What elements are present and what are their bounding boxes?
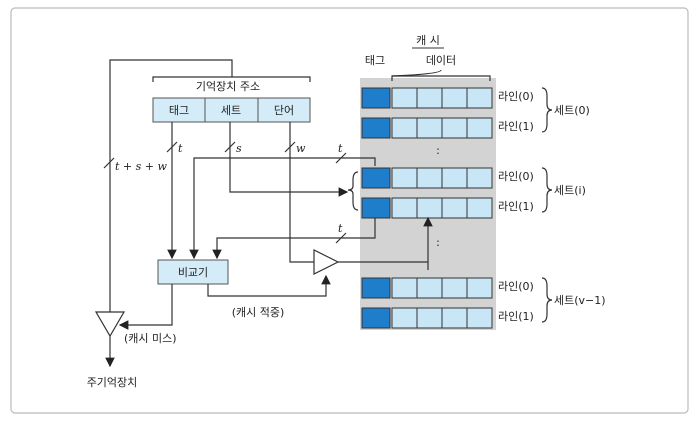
- data-cell-seti-line0-0: [391, 167, 418, 189]
- comparator-box: [157, 259, 229, 285]
- label-t-line0: t: [338, 142, 343, 155]
- label-s: s: [236, 142, 242, 155]
- cache-miss-wire: [118, 284, 173, 330]
- label-setlast-line1: 라인(1): [498, 310, 534, 323]
- label-set0-line1: 라인(1): [498, 120, 534, 133]
- brace-setlast: [541, 277, 553, 323]
- data-cell-set0-line0-3: [466, 87, 493, 109]
- label-t: t: [178, 142, 183, 155]
- tag-cell-setlast-line0: [361, 277, 391, 299]
- data-header: 데이터: [426, 54, 456, 67]
- set-bus-slash: [224, 141, 236, 153]
- address-register: [152, 97, 311, 123]
- data-cell-setlast-line0-3: [466, 277, 493, 299]
- line1-tag-slash: [335, 232, 347, 244]
- label-setlast: 세트(v−1): [554, 294, 606, 307]
- brace-seti: [541, 167, 553, 213]
- data-cell-set0-line0-2: [441, 87, 468, 109]
- cache-miss-label: (캐시 미스): [124, 332, 177, 345]
- data-cell-set0-line1-1: [416, 117, 443, 139]
- data-cell-set0-line1-2: [441, 117, 468, 139]
- data-cell-setlast-line1-3: [466, 307, 493, 329]
- main-memory-label: 주기억장치: [87, 376, 138, 389]
- data-cell-set0-line1-0: [391, 117, 418, 139]
- label-seti: 세트(i): [554, 184, 586, 197]
- brace-set0: [541, 87, 553, 133]
- line0-tag-wire: [189, 157, 376, 260]
- word-bus-slash: [284, 141, 296, 153]
- data-cell-seti-line1-3: [466, 197, 493, 219]
- tag-cell-seti-line0: [361, 167, 391, 189]
- label-set0-line0: 라인(0): [498, 90, 534, 103]
- data-cell-set0-line0-0: [391, 87, 418, 109]
- label-w: w: [296, 142, 306, 155]
- tag-header: 태그: [365, 54, 385, 67]
- data-cell-seti-line0-2: [441, 167, 468, 189]
- tag-cell-setlast-line1: [361, 307, 391, 329]
- line1-tag-wire: [212, 218, 376, 260]
- data-cell-setlast-line0-2: [441, 277, 468, 299]
- main-memory-buffer: [94, 311, 126, 338]
- label-setlast-line0: 라인(0): [498, 280, 534, 293]
- data-cell-set0-line0-1: [416, 87, 443, 109]
- line0-tag-slash: [335, 152, 347, 164]
- tag-cell-set0-line1: [361, 117, 391, 139]
- data-cell-setlast-line1-1: [416, 307, 443, 329]
- address-field-tag: 태그: [169, 104, 189, 117]
- data-cell-seti-line1-2: [441, 197, 468, 219]
- data-gate: [313, 249, 340, 275]
- data-cell-seti-line1-1: [416, 197, 443, 219]
- word-bus: [289, 122, 314, 263]
- tag-cell-seti-line1: [361, 197, 391, 219]
- data-cell-setlast-line1-2: [441, 307, 468, 329]
- cache-hit-label: (캐시 적중): [232, 306, 285, 319]
- dots-mid: :: [436, 236, 440, 249]
- address-title: 기억장치 주소: [196, 80, 260, 93]
- cache-rows: [361, 87, 493, 329]
- data-cell-set0-line1-3: [466, 117, 493, 139]
- full-bus-slash: [103, 157, 115, 169]
- data-header-bracket: [391, 75, 491, 81]
- cache-title: 캐 시: [416, 34, 440, 47]
- label-t-line1: t: [338, 222, 343, 235]
- data-cell-seti-line0-3: [466, 167, 493, 189]
- address-field-word: 단어: [274, 104, 294, 117]
- address-field-set: 세트: [221, 104, 241, 117]
- label-t-s-w: t + s + w: [115, 160, 167, 173]
- cache-hit-wire: [207, 274, 331, 297]
- data-cell-seti-line1-0: [391, 197, 418, 219]
- label-seti-line0: 라인(0): [498, 170, 534, 183]
- data-cell-seti-line0-1: [416, 167, 443, 189]
- dots-top: :: [436, 144, 440, 157]
- set-bus: [229, 122, 349, 197]
- data-header-brace-tip: [391, 69, 442, 77]
- tag-bus-slash: [166, 141, 178, 153]
- data-cell-setlast-line0-0: [391, 277, 418, 299]
- label-set0: 세트(0): [554, 104, 590, 117]
- data-cell-setlast-line0-1: [416, 277, 443, 299]
- label-seti-line1: 라인(1): [498, 200, 534, 213]
- full-address-wire-top: [109, 59, 233, 150]
- outer-frame: [10, 7, 689, 414]
- tag-cell-set0-line0: [361, 87, 391, 109]
- comparator-label: 비교기: [178, 266, 208, 279]
- data-cell-setlast-line1-0: [391, 307, 418, 329]
